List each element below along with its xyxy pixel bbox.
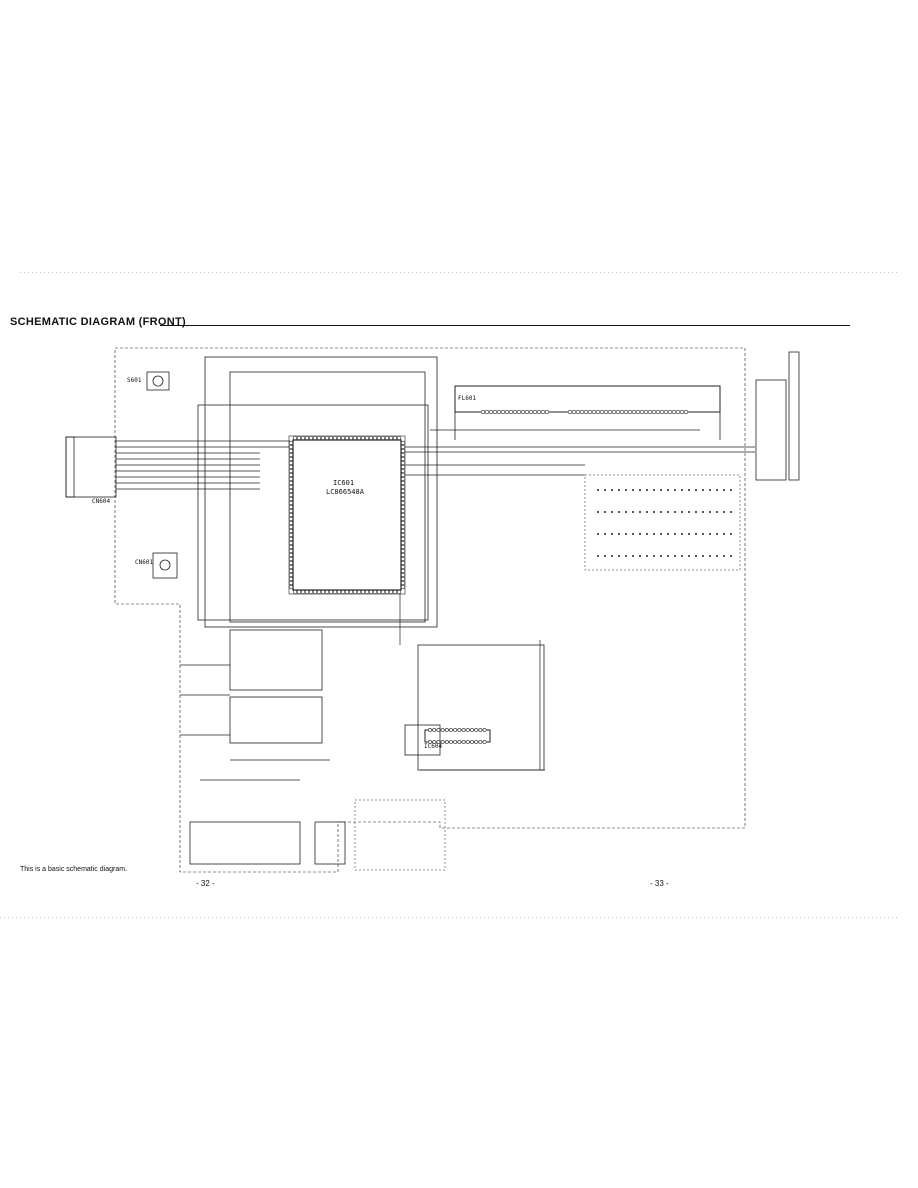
ic601-part: LC866548A bbox=[326, 488, 364, 496]
page-number-left: - 32 - bbox=[196, 879, 215, 888]
ic601-ref: IC601 bbox=[333, 479, 355, 487]
title-rule bbox=[160, 325, 850, 326]
fl601-pins bbox=[480, 409, 689, 415]
page-number-right: - 33 - bbox=[650, 879, 669, 888]
led-matrix bbox=[597, 489, 732, 557]
schematic-note: This is a basic schematic diagram. bbox=[20, 866, 127, 873]
scan-noise-bottom bbox=[0, 917, 900, 918]
scan-noise-top bbox=[20, 272, 900, 273]
s601-ref: S601 bbox=[127, 377, 142, 384]
ic604-pins bbox=[428, 728, 487, 744]
cn604-ref: CN604 bbox=[92, 498, 111, 505]
page-title: SCHEMATIC DIAGRAM (FRONT) bbox=[10, 316, 192, 328]
ic601-pins bbox=[288, 435, 406, 595]
cn601-ref: CN601 bbox=[135, 559, 154, 566]
ic604-ref: IC604 bbox=[424, 743, 443, 750]
fl601-ref: FL601 bbox=[458, 395, 477, 402]
